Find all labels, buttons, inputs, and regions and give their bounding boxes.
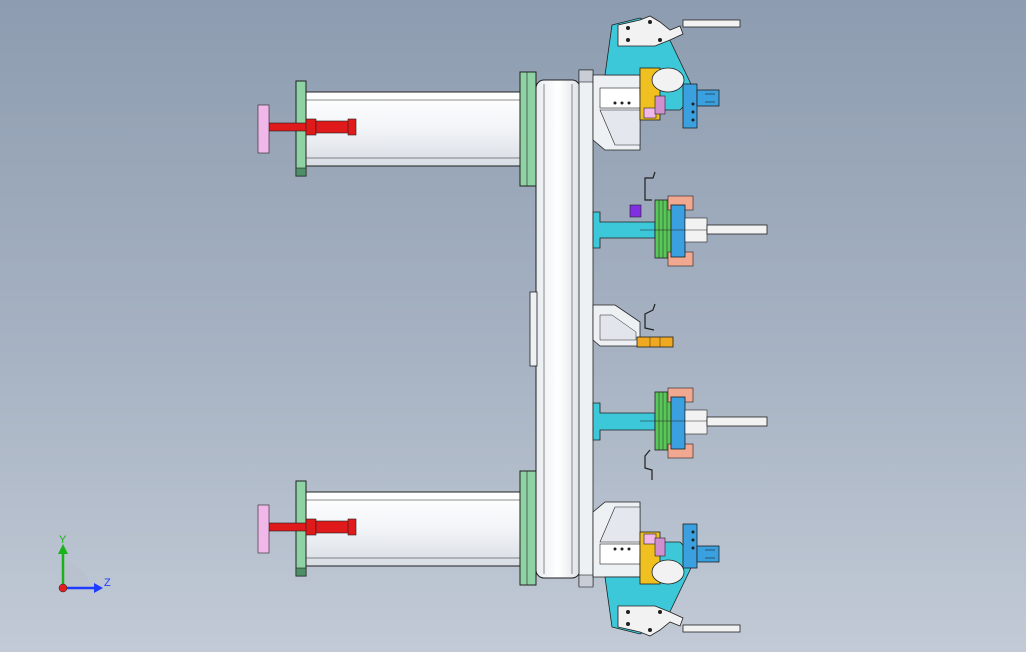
top-clamp-assembly[interactable]	[592, 15, 741, 151]
upper-screw-rod	[267, 122, 309, 132]
coordinate-triad: Y Z	[58, 534, 111, 593]
lower-handle-pad	[257, 504, 270, 554]
upper-arm-mount-plate	[519, 71, 537, 187]
middle-support-bracket[interactable]	[592, 303, 674, 348]
upper-pin-cylinder[interactable]	[592, 171, 768, 267]
bottom-locator-block	[682, 523, 698, 569]
x-axis-dot	[58, 583, 68, 593]
upper-handle-pad	[257, 104, 270, 154]
upper-support-arm[interactable]	[257, 71, 537, 187]
lower-pin-cylinder[interactable]	[592, 387, 768, 480]
bottom-clamp-assembly[interactable]	[592, 501, 741, 637]
lower-screw-rod	[267, 522, 309, 532]
main-vertical-beam[interactable]	[529, 69, 594, 588]
beam-mount-rail	[578, 69, 594, 587]
bottom-toggle-handle	[682, 624, 741, 633]
toggle-clamp-icon[interactable]	[617, 15, 741, 47]
beam-side-tab	[529, 291, 538, 367]
z-axis-label: Z	[104, 577, 111, 589]
lower-arm-mount-plate	[519, 470, 537, 586]
top-locator-block	[682, 83, 698, 129]
top-toggle-handle	[682, 19, 741, 28]
middle-support-pad	[636, 336, 674, 348]
upper-sensor-purple	[629, 204, 642, 218]
y-axis-label: Y	[59, 534, 67, 546]
lower-support-arm[interactable]	[257, 470, 537, 586]
toggle-clamp-icon[interactable]	[617, 605, 741, 637]
